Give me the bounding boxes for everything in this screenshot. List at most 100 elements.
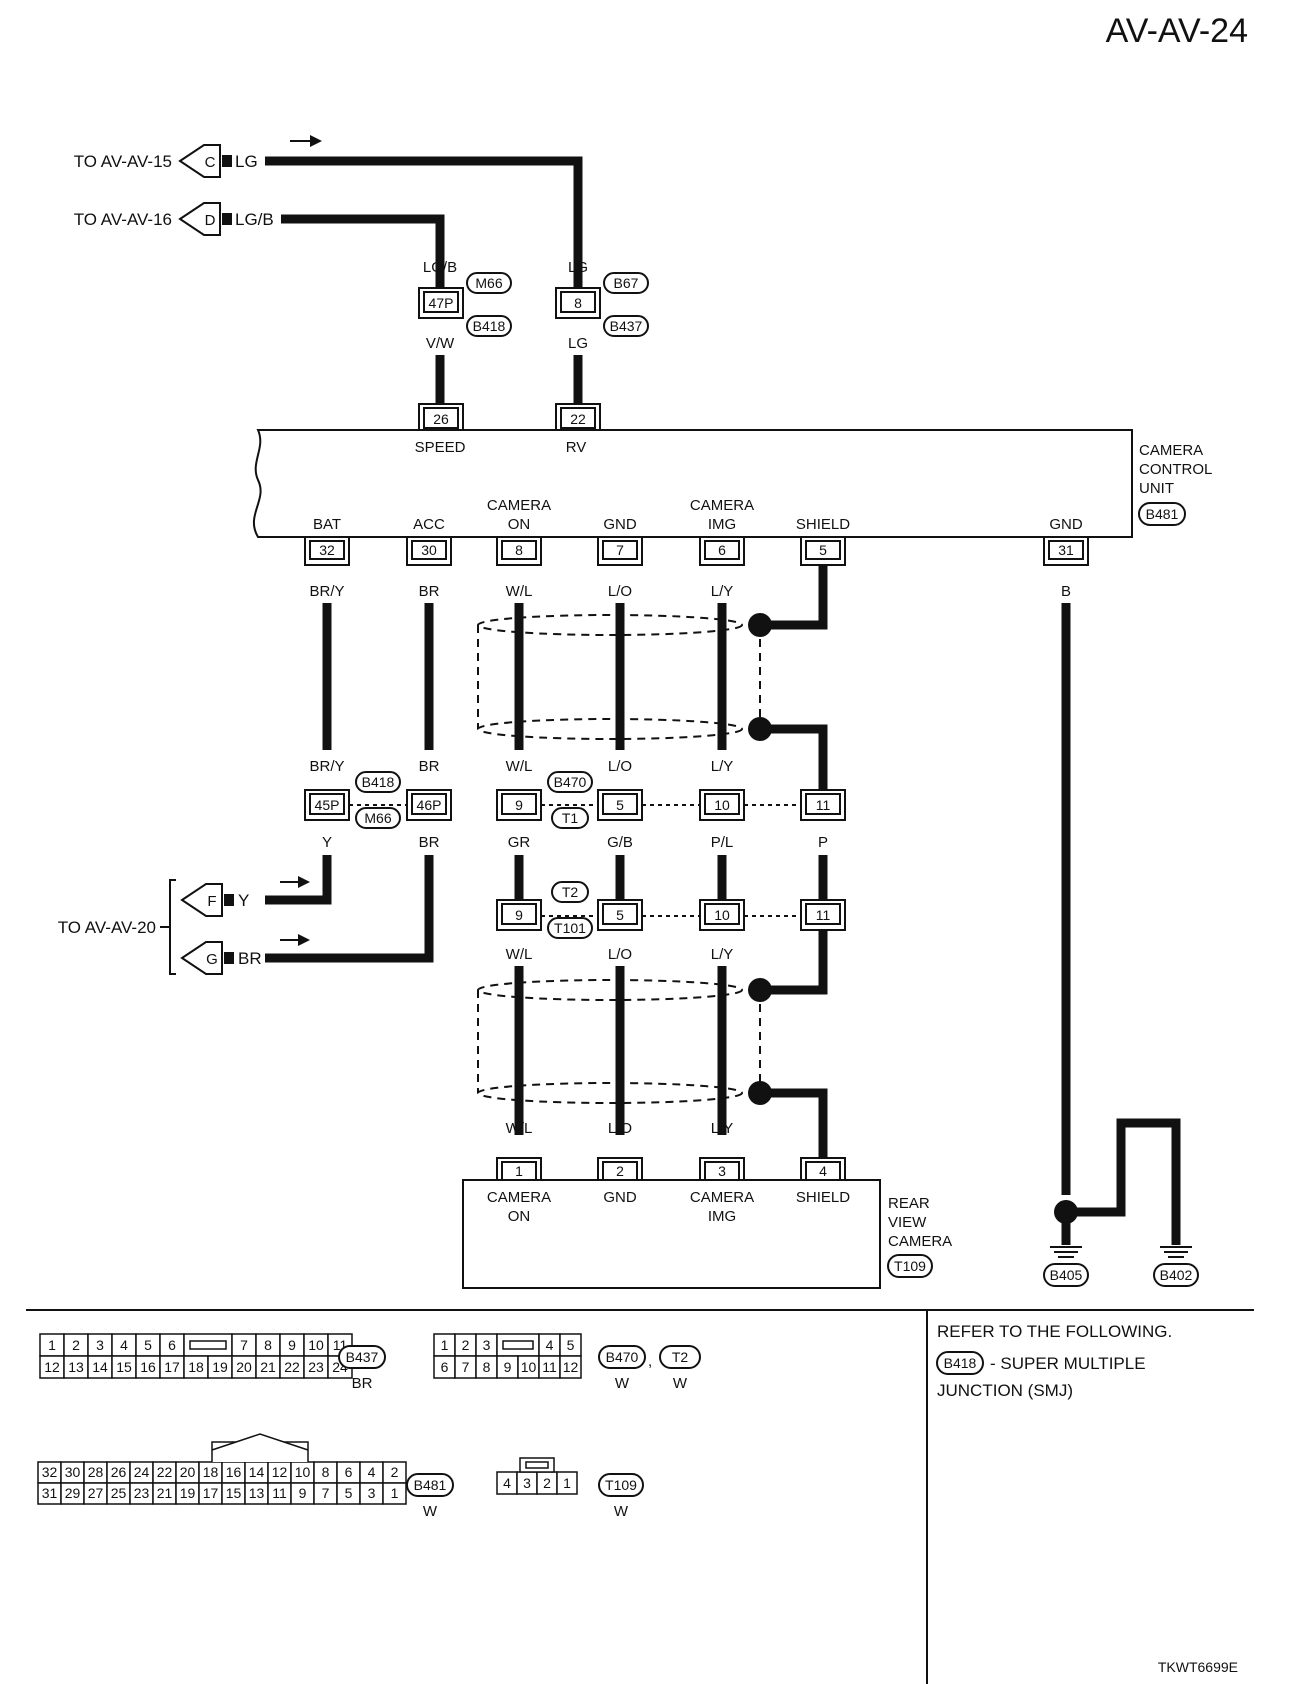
connector-view-b481-color: W [423,1503,438,1520]
connector-view-b470-color: W [615,1375,630,1392]
ref-d-arrow-icon [178,202,221,236]
row1-pin-46p: 46P [417,797,442,813]
connector-cell-label: 3 [96,1337,104,1353]
signal-arrow-icon [280,876,310,888]
ref-f-arrow-icon [180,883,223,917]
camera-color-l-o: L/O [608,1120,632,1137]
rear-view-camera[interactable]: W/L L/O L/Y 1 2 3 4 CAMERA ON GND CAMERA… [462,1120,952,1289]
ref-c-label: TO AV-AV-15 [74,152,172,171]
ccu-label-rv: RV [566,439,587,456]
ref-fg[interactable]: TO AV-AV-20 F Y G BR [58,876,310,975]
camera-title-2: VIEW [888,1214,927,1231]
connector-cell [382,1482,407,1505]
connector-cell-label: 5 [144,1337,152,1353]
note-line-3: JUNCTION (SMJ) [937,1381,1073,1400]
ccu-label-camera-on-2: ON [508,516,531,533]
joint-47p-color-top: LG/B [423,259,457,276]
row1-color-g-b: G/B [607,834,633,851]
connector-cell-label: 9 [288,1337,296,1353]
ccu-connector: B481 [1146,506,1179,522]
connector-cell-label: 2 [391,1464,399,1480]
ccu-label-bat: BAT [313,516,341,533]
ground-symbol-icon [1050,1246,1082,1258]
connector-cell-label: 10 [295,1464,311,1480]
ccu-label-shield: SHIELD [796,516,850,533]
ccu-pin-6: 6 [718,542,726,558]
note-connector: B418 [944,1355,977,1371]
row1-conn-b470: B470 [554,774,587,790]
connector-cell-label: 3 [368,1485,376,1501]
ccu-label-speed: SPEED [415,439,466,456]
ccu-body [252,429,1133,538]
row1-pin-45p: 45P [315,797,340,813]
connector-cell-label: 13 [249,1485,265,1501]
row1-color-gr: GR [508,834,531,851]
joint-47p[interactable]: LG/B 47P M66 B418 V/W [418,259,512,352]
camera-connector: T109 [894,1258,926,1274]
ccu-title-1: CAMERA [1139,442,1203,459]
row1-joints: BR/Y BR W/L L/O L/Y 45P 46P 9 5 10 11 B4… [304,758,846,851]
camera-control-unit[interactable]: 26 SPEED 22 RV CAMERA CONTROL UNIT B481 [252,403,1212,538]
joint-8-conn-top: B67 [614,275,639,291]
row1-pin-9: 9 [515,797,523,813]
ref-fg-label: TO AV-AV-20 [58,918,156,937]
camera-pin-3: 3 [718,1163,726,1179]
camera-pin-1: 1 [515,1163,523,1179]
wire-shield-lower-bottom [760,1088,828,1162]
connector-cell-label: 14 [92,1359,108,1375]
ccu-pin-26: 26 [433,411,449,427]
ccu-title-2: CONTROL [1139,461,1212,478]
ground-splice-icon [1054,1200,1078,1224]
ground-b402: B402 [1160,1267,1193,1283]
joint-8[interactable]: LG 8 B67 B437 LG [555,259,649,352]
ccu-pin-30: 30 [421,542,437,558]
connector-view-t2-id: T2 [672,1349,689,1365]
connector-cell-label: 4 [503,1475,511,1491]
ref-d-letter: D [205,212,216,229]
ccu-label-gnd: GND [603,516,637,533]
connector-cell-label: 32 [42,1464,58,1480]
connector-cell-label: 1 [563,1475,571,1491]
shield-splice-icon [748,717,772,741]
connector-cell-label: 17 [164,1359,180,1375]
ref-g-letter: G [206,951,218,968]
row2-conn-t101: T101 [554,920,586,936]
ref-c[interactable]: TO AV-AV-15 C LG [74,144,258,178]
connector-hood-icon [211,1433,309,1451]
camera-label-shield: SHIELD [796,1189,850,1206]
connector-cell-label: 12 [44,1359,60,1375]
connector-cell-label: 18 [203,1464,219,1480]
connector-cell-label: 6 [345,1464,353,1480]
camera-title-3: CAMERA [888,1233,952,1250]
connector-lock-icon [189,1340,227,1350]
camera-label-gnd: GND [603,1189,637,1206]
ref-d[interactable]: TO AV-AV-16 D LG/B [74,202,274,236]
ccu-label-camera-img-2: IMG [708,516,736,533]
connector-cell-label: 31 [42,1485,58,1501]
camera-title-1: REAR [888,1195,930,1212]
row2-pin-10: 10 [714,907,730,923]
connector-lock-icon [525,1461,549,1469]
connector-cell-label: 1 [48,1337,56,1353]
connector-cell-label: 7 [462,1359,470,1375]
note-line-1: REFER TO THE FOLLOWING. [937,1322,1172,1341]
signal-arrow-icon [290,135,322,147]
wire-shield-top [760,565,828,630]
ref-f-color: Y [238,891,249,910]
connector-cell-label: 23 [134,1485,150,1501]
connector-cell-label: 19 [212,1359,228,1375]
wire-y [265,855,332,905]
connector-cell-label: 2 [543,1475,551,1491]
connector-cell-label: 13 [68,1359,84,1375]
connector-cell-label: 7 [322,1485,330,1501]
row1-pin-10: 10 [714,797,730,813]
connector-cell-label: 21 [260,1359,276,1375]
connector-cell-label: 26 [111,1464,127,1480]
